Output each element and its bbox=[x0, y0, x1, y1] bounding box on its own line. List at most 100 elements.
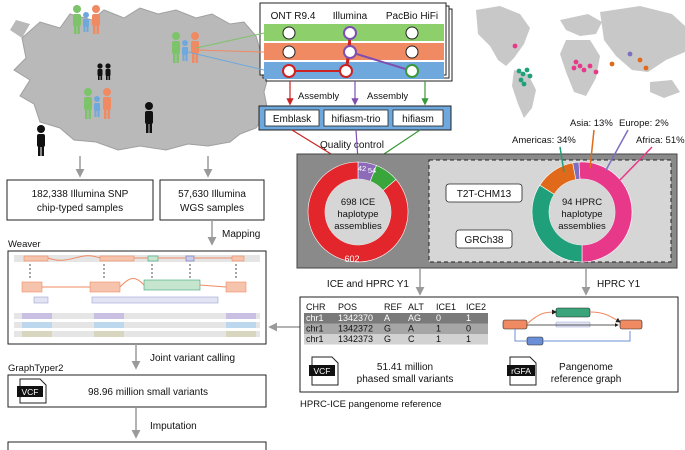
table-cell: 1342373 bbox=[338, 334, 373, 344]
phased-vcf-icon: VCF bbox=[309, 356, 339, 386]
quality-control-label: Quality control bbox=[320, 140, 384, 151]
tech-illumina-label: Illumina bbox=[333, 11, 368, 22]
sample-location-dots bbox=[512, 43, 649, 87]
table-cell: G bbox=[384, 334, 391, 344]
ice-hprc-label: ICE and HPRC Y1 bbox=[327, 279, 410, 290]
assembly-tools-bar: Emblask hifiasm-trio hifiasm bbox=[258, 105, 452, 131]
tool-emblask: Emblask bbox=[273, 114, 312, 125]
ice-center-line-3: assemblies bbox=[334, 221, 382, 232]
ice-label-602: 602 bbox=[344, 254, 359, 264]
table-header-chr: CHR bbox=[306, 302, 326, 312]
table-cell: 1 bbox=[436, 324, 441, 334]
ice-center-line-2: haplotype bbox=[337, 209, 378, 220]
hprc-label-europe: Europe: 2% bbox=[619, 118, 669, 129]
table-cell: G bbox=[384, 324, 391, 334]
assembly-label-right: Assembly bbox=[367, 91, 408, 102]
tech-ont-label: ONT R9.4 bbox=[271, 11, 316, 22]
ice-center-line-1: 698 ICE bbox=[341, 197, 375, 208]
hprc-center-line-1: 94 HPRC bbox=[562, 197, 602, 208]
table-row bbox=[304, 323, 488, 334]
hprc-donut-chart bbox=[531, 161, 633, 263]
pangenome-line-1: Pangenome bbox=[559, 362, 613, 373]
illumina-allele-3 bbox=[339, 64, 353, 78]
hprc-y1-label: HPRC Y1 bbox=[597, 279, 641, 290]
assembly-label-left: Assembly bbox=[298, 91, 339, 102]
hprc-center-line-2: haplotype bbox=[561, 209, 602, 220]
pacbio-allele-2 bbox=[405, 45, 419, 59]
phased-line-2: phased small variants bbox=[357, 374, 454, 385]
family-icon bbox=[73, 5, 81, 34]
vcf-file-icon: VCF bbox=[17, 378, 47, 404]
small-variants-text: 98.96 million small variants bbox=[88, 387, 208, 398]
table-cell: 1 bbox=[466, 334, 471, 344]
table-cell: 1342370 bbox=[338, 313, 373, 323]
pacbio-allele-1 bbox=[405, 26, 419, 40]
svg-text:VCF: VCF bbox=[314, 366, 331, 376]
table-header-ref: REF bbox=[384, 302, 403, 312]
svg-text:rGFA: rGFA bbox=[511, 366, 531, 376]
table-cell: C bbox=[408, 334, 415, 344]
snp-samples-line-2: chip-typed samples bbox=[37, 203, 123, 214]
joint-calling-label: Joint variant calling bbox=[150, 353, 235, 364]
table-row bbox=[304, 334, 488, 345]
table-header-alt: ALT bbox=[408, 302, 424, 312]
map-to-sequencing-lines bbox=[187, 32, 265, 71]
svg-text:VCF: VCF bbox=[22, 387, 39, 397]
iceland-map bbox=[10, 7, 271, 151]
table-cell: 0 bbox=[436, 313, 441, 323]
ont-allele-2 bbox=[282, 45, 296, 59]
table-header-pos: POS bbox=[338, 302, 357, 312]
hprc-label-asia: Asia: 13% bbox=[570, 118, 613, 129]
world-map bbox=[476, 6, 685, 118]
table-header-ice2: ICE2 bbox=[466, 302, 486, 312]
table-cell: A bbox=[384, 313, 390, 323]
table-cell: AG bbox=[408, 313, 421, 323]
illumina-allele-2 bbox=[343, 45, 357, 59]
ice-label-54: 54 bbox=[368, 166, 376, 175]
table-cell: 1 bbox=[436, 334, 441, 344]
tech-pacbio-label: PacBio HiFi bbox=[386, 11, 438, 22]
imputation-box bbox=[7, 441, 267, 450]
phased-line-1: 51.41 million bbox=[377, 362, 433, 373]
table-cell: 1342372 bbox=[338, 324, 373, 334]
table-header-ice1: ICE1 bbox=[436, 302, 456, 312]
reference-title: HPRC-ICE pangenome reference bbox=[300, 399, 442, 410]
people-icons bbox=[37, 5, 199, 156]
hprc-label-africa: Africa: 51% bbox=[636, 135, 685, 146]
table-cell: chr1 bbox=[306, 334, 324, 344]
table-cell: chr1 bbox=[306, 324, 324, 334]
illumina-allele-1 bbox=[343, 26, 357, 40]
pangenome-line-2: reference graph bbox=[551, 374, 622, 385]
pacbio-allele-3 bbox=[405, 64, 419, 78]
sequencing-panel: ONT R9.4 Illumina PacBio HiFi bbox=[259, 2, 453, 82]
snp-samples-line-1: 182,338 Illumina SNP bbox=[32, 189, 129, 200]
rgfa-file-icon: rGFA bbox=[507, 356, 537, 386]
weaver-panel bbox=[7, 250, 267, 345]
imputation-label: Imputation bbox=[150, 421, 197, 432]
graphtyper-label: GraphTyper2 bbox=[8, 363, 63, 374]
wgs-samples-box bbox=[159, 179, 265, 221]
ont-allele-3 bbox=[282, 64, 296, 78]
ice-label-42: 42 bbox=[358, 164, 366, 173]
snp-samples-box bbox=[6, 179, 154, 221]
mapping-label: Mapping bbox=[222, 229, 260, 240]
table-cell: 0 bbox=[466, 324, 471, 334]
tool-hifiasm-trio: hifiasm-trio bbox=[332, 114, 381, 125]
tool-hifiasm: hifiasm bbox=[402, 114, 434, 125]
pangenome-graph-icon bbox=[502, 307, 643, 346]
wgs-samples-line-1: 57,630 Illumina bbox=[178, 189, 246, 200]
table-cell: chr1 bbox=[306, 313, 324, 323]
ref-t2t: T2T-CHM13 bbox=[457, 189, 512, 200]
hprc-label-americas: Americas: 34% bbox=[512, 135, 576, 146]
hprc-center-line-3: assemblies bbox=[558, 221, 606, 232]
table-cell: A bbox=[408, 324, 414, 334]
ont-allele-1 bbox=[282, 26, 296, 40]
small-variants-box bbox=[7, 374, 267, 408]
table-row bbox=[304, 313, 488, 324]
ref-grch38: GRCh38 bbox=[465, 235, 504, 246]
wgs-samples-line-2: WGS samples bbox=[180, 203, 244, 214]
